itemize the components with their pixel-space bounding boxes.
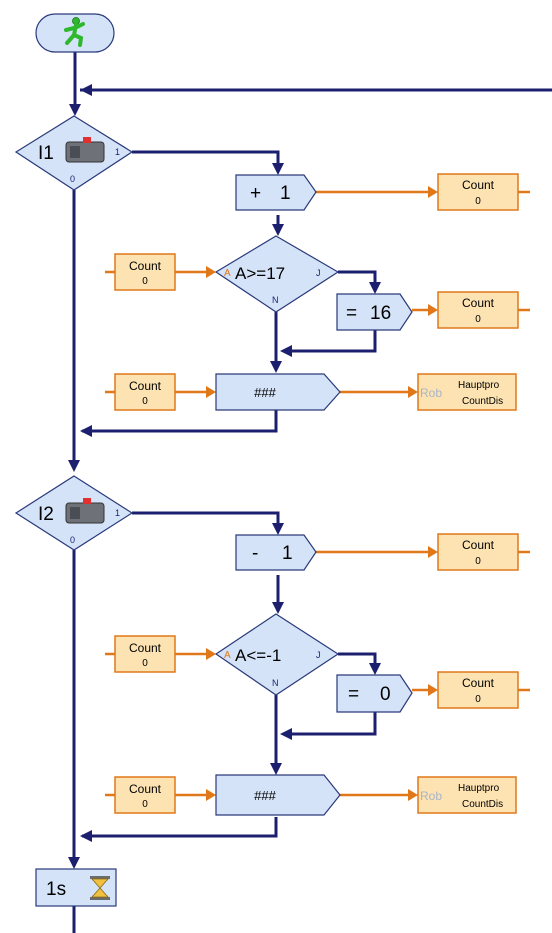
variable-value: 0 — [142, 658, 148, 669]
op-value: 1 — [280, 183, 291, 204]
variable-name: Count — [129, 782, 162, 796]
rob-line1: Hauptpro — [458, 380, 500, 391]
compare-block[interactable]: A A<=-1 J N — [214, 613, 340, 696]
variable-value: 0 — [475, 196, 481, 207]
variable-value: 0 — [475, 556, 481, 567]
decrement-block[interactable]: - 1 — [235, 534, 317, 571]
count-variable-out[interactable]: Count 0 — [437, 291, 519, 329]
port-no: 0 — [70, 174, 75, 184]
flow-arrowheads — [68, 84, 381, 869]
rob-prefix: Rob — [420, 386, 442, 400]
display-text: ### — [254, 788, 276, 803]
data-arrowheads — [206, 186, 438, 801]
variable-value: 0 — [142, 799, 148, 810]
input-i2-decision[interactable]: I2 1 0 — [14, 475, 134, 551]
count-variable-in[interactable]: Count 0 — [114, 776, 176, 814]
hourglass-icon — [90, 876, 110, 900]
variable-name: Count — [462, 296, 495, 310]
count-variable-in[interactable]: Count 0 — [114, 635, 176, 673]
variable-value: 0 — [142, 396, 148, 407]
compare-label: A>=17 — [235, 264, 285, 283]
input-i1-decision[interactable]: I1 1 0 — [14, 115, 134, 191]
op-value: 0 — [380, 684, 391, 705]
input-label: I2 — [38, 504, 54, 525]
data-flow-lines — [105, 190, 530, 797]
delay-label: 1s — [46, 879, 66, 900]
count-variable-out[interactable]: Count 0 — [437, 671, 519, 709]
pushbutton-switch-icon — [65, 498, 105, 524]
count-variable-in[interactable]: Count 0 — [114, 373, 176, 411]
rob-line2: CountDis — [462, 799, 503, 810]
input-label: I1 — [38, 143, 54, 164]
port-yes: J — [316, 268, 321, 278]
port-a: A — [224, 650, 231, 661]
robo-display-output[interactable]: Rob Hauptpro CountDis — [417, 776, 517, 814]
op-symbol: + — [250, 183, 261, 204]
compare-block[interactable]: A A>=17 J N — [214, 235, 340, 313]
variable-name: Count — [462, 178, 495, 192]
op-value: 1 — [282, 543, 293, 564]
port-a: A — [224, 268, 231, 279]
display-block[interactable]: ### — [215, 774, 341, 816]
compare-label: A<=-1 — [235, 646, 281, 665]
port-yes: 1 — [115, 147, 120, 157]
count-variable-in[interactable]: Count 0 — [114, 253, 176, 291]
robo-display-output[interactable]: Rob Hauptpro CountDis — [417, 373, 517, 411]
variable-name: Count — [129, 379, 162, 393]
pushbutton-switch-icon — [65, 137, 105, 163]
variable-name: Count — [462, 538, 495, 552]
variable-value: 0 — [475, 694, 481, 705]
variable-value: 0 — [142, 276, 148, 287]
display-block[interactable]: ### — [215, 373, 341, 411]
port-yes: 1 — [115, 508, 120, 518]
variable-name: Count — [129, 641, 162, 655]
count-variable-out[interactable]: Count 0 — [437, 173, 519, 211]
port-no: N — [272, 678, 279, 688]
port-yes: J — [316, 650, 321, 660]
variable-name: Count — [462, 676, 495, 690]
port-no: 0 — [70, 535, 75, 545]
op-value: 16 — [370, 303, 391, 324]
op-symbol: = — [346, 303, 357, 324]
port-no: N — [272, 295, 279, 305]
rob-prefix: Rob — [420, 789, 442, 803]
assign-block[interactable]: = 16 — [336, 293, 413, 331]
rob-line1: Hauptpro — [458, 783, 500, 794]
count-variable-out[interactable]: Count 0 — [437, 533, 519, 571]
delay-block[interactable]: 1s — [35, 868, 117, 907]
start-block[interactable] — [35, 13, 115, 53]
variable-name: Count — [129, 259, 162, 273]
variable-value: 0 — [475, 314, 481, 325]
op-symbol: - — [252, 543, 258, 564]
op-symbol: = — [348, 684, 359, 705]
increment-block[interactable]: + 1 — [235, 174, 317, 211]
display-text: ### — [254, 385, 276, 400]
rob-line2: CountDis — [462, 396, 503, 407]
walking-person-icon — [64, 17, 85, 47]
assign-block[interactable]: = 0 — [336, 674, 413, 713]
program-flow-lines — [72, 52, 552, 933]
